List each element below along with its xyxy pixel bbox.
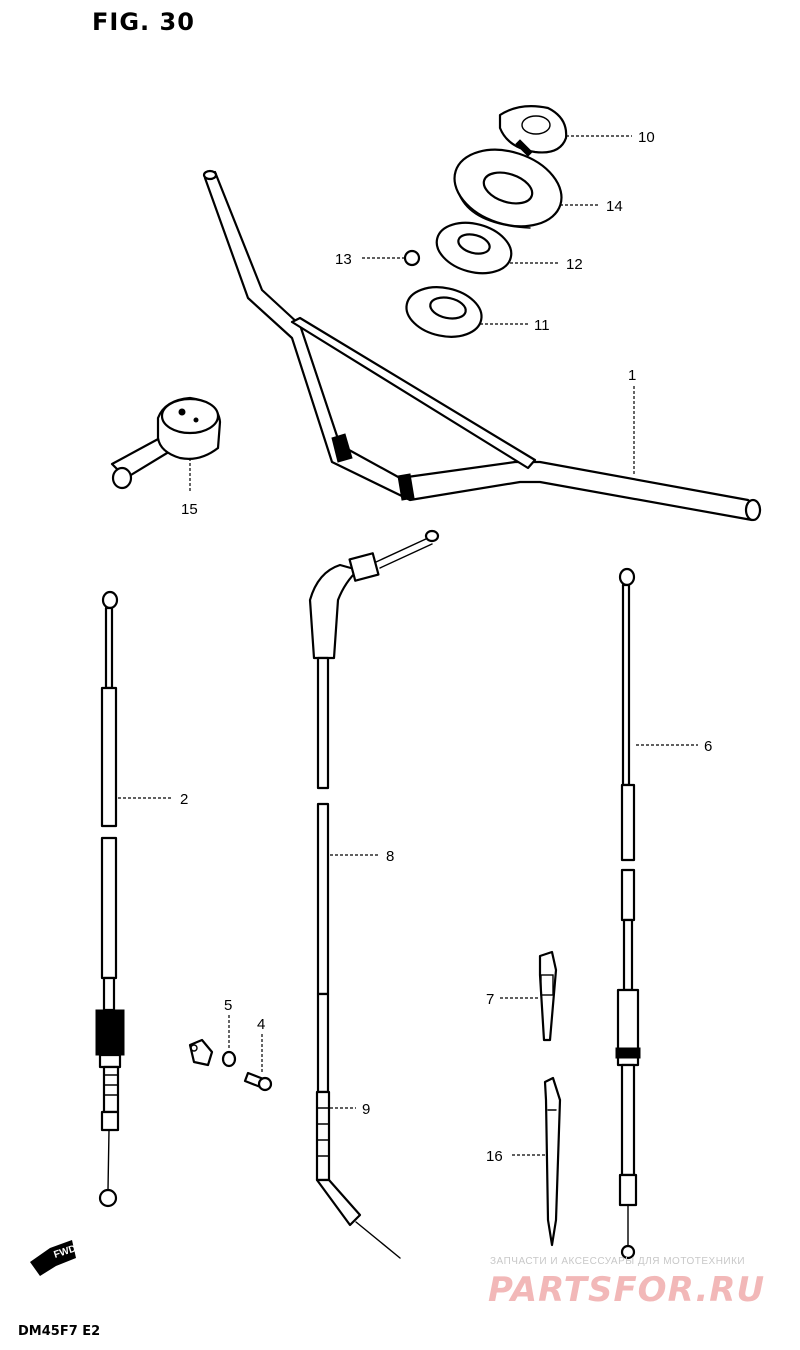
callout-7: 7 (486, 991, 494, 1008)
callout-12: 12 (566, 256, 583, 273)
clutch-cable-part[interactable] (615, 567, 641, 1260)
watermark-logo: PARTSFOR.RU (488, 1270, 766, 1310)
callout-9: 9 (362, 1101, 370, 1118)
throttle-cable-part[interactable] (95, 590, 125, 1208)
callout-16: 16 (486, 1148, 503, 1165)
holder-lower-part[interactable] (402, 281, 486, 344)
callout-10: 10 (638, 129, 655, 146)
callout-labels: 10 14 12 11 13 1 15 2 8 9 6 7 16 5 4 (180, 129, 712, 1165)
watermark-tagline: ЗАПЧАСТИ И АКСЕССУАРЫ ДЛЯ МОТОТЕХНИКИ (490, 1256, 746, 1267)
ball-part[interactable] (403, 249, 421, 267)
figure-title: FIG. 30 (92, 8, 195, 36)
brake-cable-part[interactable] (308, 529, 440, 1094)
figure-code: DM45F7 E2 (18, 1324, 101, 1339)
callout-13: 13 (335, 251, 352, 268)
callout-8: 8 (386, 848, 394, 865)
holder-upper-part[interactable] (498, 105, 568, 157)
nut-part[interactable] (221, 1050, 237, 1068)
callout-15: 15 (181, 501, 198, 518)
callout-4: 4 (257, 1016, 265, 1033)
clamp-part[interactable] (538, 950, 558, 1042)
adjuster-part[interactable] (188, 1038, 214, 1067)
screw-part[interactable] (243, 1071, 273, 1092)
throttle-housing-part[interactable] (110, 396, 222, 490)
callout-11: 11 (534, 317, 550, 334)
callout-14: 14 (606, 198, 623, 215)
band-part[interactable] (543, 1076, 562, 1247)
callout-6: 6 (704, 738, 712, 755)
leader-lines (118, 135, 698, 1156)
cushion-part[interactable] (445, 137, 572, 239)
cable-end-part[interactable] (315, 1090, 401, 1259)
forward-arrow-icon: FWD (30, 1240, 78, 1276)
cushion-lower-part[interactable] (431, 215, 517, 281)
callout-2: 2 (180, 791, 188, 808)
callout-5: 5 (224, 997, 232, 1014)
callout-1: 1 (628, 367, 636, 384)
handlebar-part[interactable] (202, 169, 762, 522)
